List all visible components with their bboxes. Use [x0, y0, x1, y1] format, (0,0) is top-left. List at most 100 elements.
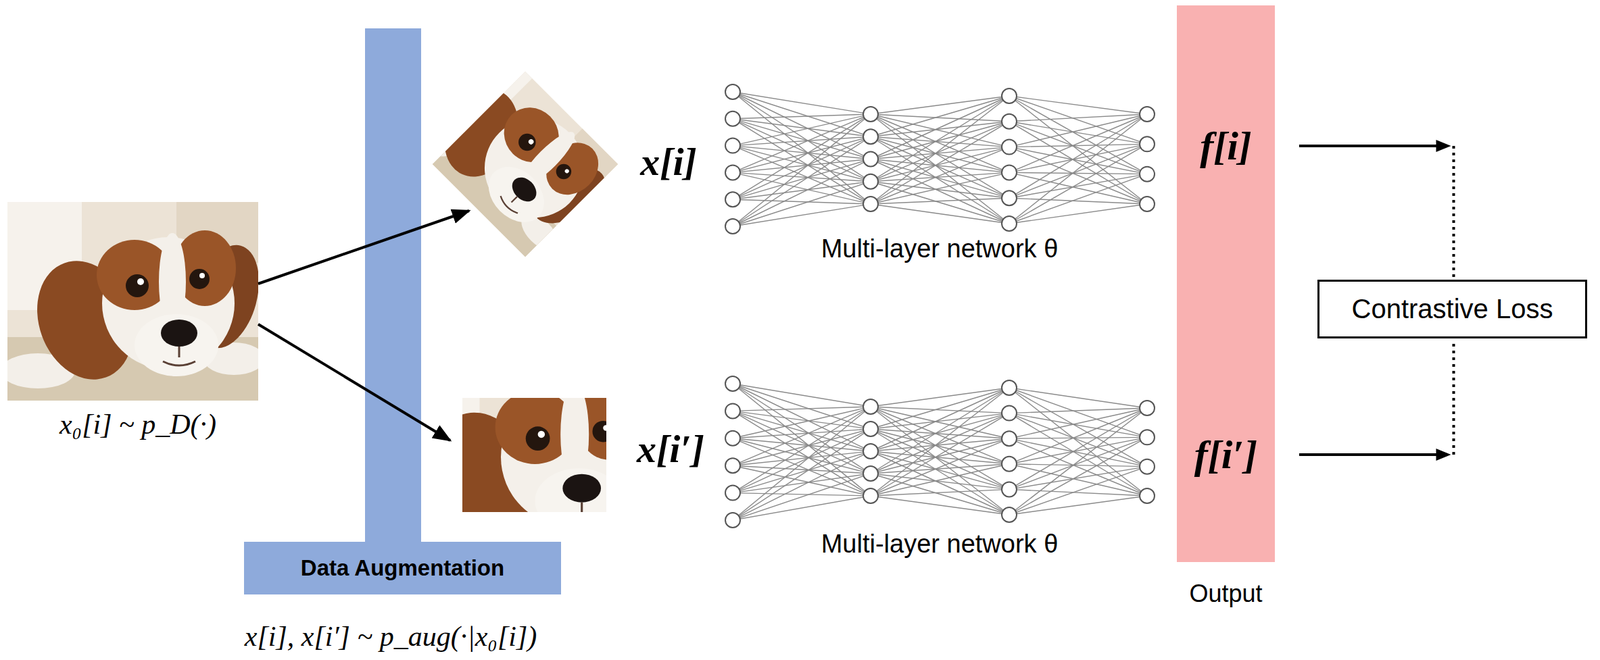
- neuron: [1001, 481, 1017, 497]
- neuron: [725, 191, 741, 207]
- network-link: [732, 406, 871, 439]
- network-link: [732, 136, 871, 173]
- network-link: [870, 496, 1010, 516]
- network-link: [1009, 438, 1148, 467]
- network-link: [1009, 172, 1148, 174]
- neuron: [1139, 196, 1155, 212]
- network-link: [870, 413, 1010, 474]
- dog-photo: [7, 202, 259, 401]
- neuron: [725, 376, 741, 392]
- network-link: [732, 406, 871, 494]
- neuron: [725, 164, 741, 180]
- network-link: [732, 199, 871, 205]
- neuron: [725, 431, 741, 447]
- network-link: [870, 388, 1010, 430]
- network-link: [732, 496, 871, 521]
- network-link: [1009, 388, 1148, 409]
- network-link: [732, 473, 871, 494]
- network-link: [732, 429, 871, 439]
- network-link: [732, 383, 871, 452]
- connector: [1299, 340, 1454, 462]
- network-link: [870, 121, 1010, 205]
- network-link: [1009, 467, 1148, 491]
- network-link: [870, 198, 1010, 205]
- network-link: [732, 438, 871, 474]
- network-link: [1009, 143, 1148, 147]
- feature-label: f[i]: [1199, 123, 1252, 170]
- network-label: Multi-layer network θ: [821, 529, 1059, 560]
- neuron: [1001, 431, 1017, 447]
- network-link: [870, 121, 1010, 160]
- feature-label: f[i′]: [1194, 431, 1258, 479]
- output-band: f[i]f[i′]Output: [1176, 5, 1275, 563]
- network-link: [870, 406, 1010, 414]
- network-link: [732, 181, 871, 227]
- network-link: [732, 383, 871, 407]
- network-link: [1009, 143, 1148, 224]
- neuron: [863, 174, 879, 190]
- network-link: [732, 114, 871, 173]
- network-link: [870, 136, 1010, 199]
- neuron: [725, 486, 741, 501]
- network-link: [1009, 464, 1148, 468]
- formula-label: x[i], x[i′] ~ p_aug(·|x₀[i]): [244, 620, 538, 653]
- neuron: [1139, 429, 1155, 445]
- network-link: [732, 114, 871, 200]
- network-link: [870, 172, 1010, 205]
- network-link: [1009, 143, 1148, 199]
- network-link: [1009, 408, 1148, 465]
- neural-networks: [725, 84, 1155, 528]
- neuron: [1139, 136, 1155, 152]
- neuron: [863, 106, 879, 122]
- network-link: [870, 204, 1010, 224]
- network-link: [732, 406, 871, 411]
- neuron: [725, 219, 741, 234]
- neuron: [863, 129, 879, 144]
- network-link: [870, 464, 1010, 497]
- network-link: [870, 159, 1010, 174]
- neuron: [1001, 88, 1017, 104]
- formula-label: x₀[i] ~ p_D(·): [59, 408, 217, 441]
- network-link: [1009, 496, 1148, 516]
- network-link: [870, 413, 1010, 452]
- network-link: [732, 136, 871, 227]
- augmentation-bar: [365, 28, 422, 544]
- network-link: [870, 406, 1010, 465]
- network-link: [870, 114, 1010, 173]
- network-link: [870, 451, 1010, 465]
- network-link: [732, 406, 871, 466]
- network-link: [1009, 174, 1148, 224]
- network-link: [732, 383, 871, 497]
- connector: [1299, 139, 1454, 279]
- network-link: [732, 406, 871, 521]
- network-link: [732, 451, 871, 494]
- network-link: [1009, 143, 1148, 173]
- network-link: [732, 181, 871, 200]
- neuron: [1001, 456, 1017, 472]
- network-link: [732, 91, 871, 205]
- neuron: [725, 111, 741, 127]
- neuron: [725, 458, 741, 474]
- network-link: [870, 121, 1010, 182]
- network-link: [870, 147, 1010, 160]
- neuron: [863, 444, 879, 459]
- network-link: [1009, 95, 1148, 115]
- network-link: [1009, 174, 1148, 199]
- network-link: [732, 91, 871, 160]
- network-link: [870, 413, 1010, 497]
- neuron: [1001, 406, 1017, 422]
- input-label: x[i′]: [636, 426, 705, 472]
- network-link: [732, 493, 871, 497]
- network-link: [1009, 437, 1148, 439]
- network-link: [1009, 408, 1148, 439]
- network-link: [732, 410, 871, 452]
- network-link: [732, 429, 871, 521]
- network-link: [732, 159, 871, 228]
- network-link: [870, 114, 1010, 122]
- network-link: [1009, 147, 1148, 175]
- network-link: [732, 91, 871, 115]
- network-link: [1009, 114, 1148, 224]
- network-label: Multi-layer network θ: [821, 234, 1059, 264]
- network-link: [1009, 388, 1148, 497]
- neuron: [863, 466, 879, 482]
